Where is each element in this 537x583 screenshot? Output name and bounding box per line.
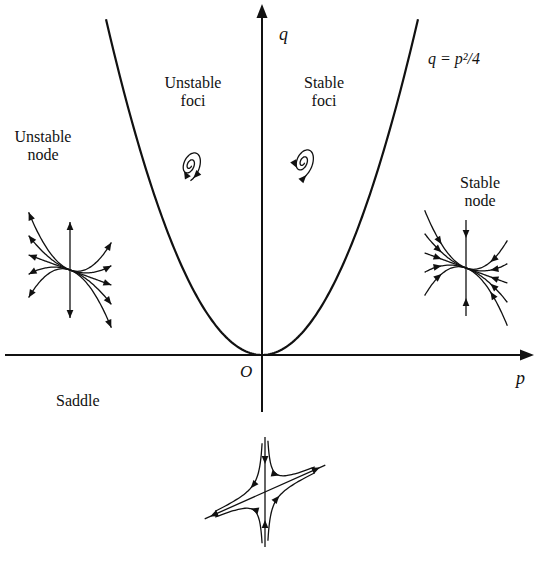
trajectory-arrowhead: [27, 268, 37, 278]
region-label: Stable node: [452, 174, 508, 211]
trajectory-arrowhead: [26, 211, 35, 221]
trajectory-arrowhead: [26, 234, 36, 244]
trajectory-arrowhead: [262, 520, 269, 528]
region-label: Unstable foci: [160, 74, 226, 111]
saddle-trajectory: [268, 473, 315, 541]
trajectory-arrowhead: [103, 263, 113, 273]
axis-arrowhead: [257, 4, 268, 18]
trajectory-arrowhead: [433, 253, 443, 262]
trajectory-arrowhead: [248, 480, 258, 490]
trajectory-arrowhead: [181, 169, 191, 179]
trajectory-arrowhead: [104, 241, 114, 251]
node-trajectory: [70, 242, 111, 271]
trajectory-arrowhead: [434, 236, 444, 246]
unstable-node-symbol: [26, 211, 115, 329]
trajectory-arrowhead: [67, 222, 74, 230]
node-trajectory: [466, 268, 507, 326]
trajectory-arrowhead: [191, 170, 201, 180]
region-label: Unstable node: [10, 128, 76, 165]
node-trajectory: [466, 240, 507, 269]
saddle-symbol: [205, 437, 326, 547]
trajectory-arrowhead: [311, 465, 321, 474]
axis-label: q: [279, 24, 288, 45]
trajectory-arrowhead: [490, 265, 499, 273]
stable-focus-symbol: [290, 150, 313, 183]
trajectory-arrowhead: [104, 296, 114, 306]
trajectory-arrowhead: [488, 281, 498, 291]
saddle-trajectory: [215, 508, 262, 543]
trajectory-arrowhead: [298, 173, 308, 183]
saddle-trajectory: [268, 441, 315, 476]
unstable-focus-symbol: [181, 153, 201, 181]
node-trajectory: [29, 212, 70, 270]
origin-label: O: [240, 362, 252, 382]
saddle-trajectory: [215, 443, 262, 511]
focus-spiral: [296, 150, 313, 178]
trajectory-arrowhead: [433, 263, 442, 271]
region-label: Saddle: [56, 392, 100, 410]
boundary-parabola: [106, 19, 418, 355]
q-axis: [261, 14, 263, 412]
trajectory-arrowhead: [290, 159, 300, 169]
axis-arrowhead: [520, 350, 534, 361]
trajectory-arrowhead: [209, 510, 219, 519]
trajectory-arrowhead: [488, 254, 498, 264]
trajectory-arrowhead: [105, 319, 114, 329]
trajectory-arrowhead: [28, 252, 38, 261]
trajectory-arrowhead: [488, 290, 498, 300]
trajectory-arrowhead: [463, 230, 470, 238]
trajectory-arrowhead: [103, 279, 113, 288]
node-trajectory: [425, 210, 466, 268]
axis-label: p: [516, 368, 525, 389]
node-trajectory: [466, 268, 507, 302]
node-trajectory: [70, 270, 111, 328]
trajectory-arrowhead: [262, 456, 269, 464]
trajectory-arrowhead: [272, 494, 282, 504]
trajectory-arrowhead: [463, 298, 470, 306]
trajectory-arrowhead: [26, 289, 36, 299]
trajectory-arrowhead: [67, 310, 74, 318]
unstable-eigen-line: [205, 465, 326, 519]
trajectory-arrowhead: [250, 505, 259, 514]
trajectory-arrowhead: [271, 470, 280, 479]
stable-node-symbol: [425, 210, 508, 325]
curve-label: q = p²/4: [428, 50, 480, 68]
region-label: Stable foci: [296, 74, 352, 111]
trajectory-arrowhead: [433, 271, 443, 281]
node-trajectory: [425, 267, 466, 296]
trajectory-arrowhead: [489, 274, 499, 283]
